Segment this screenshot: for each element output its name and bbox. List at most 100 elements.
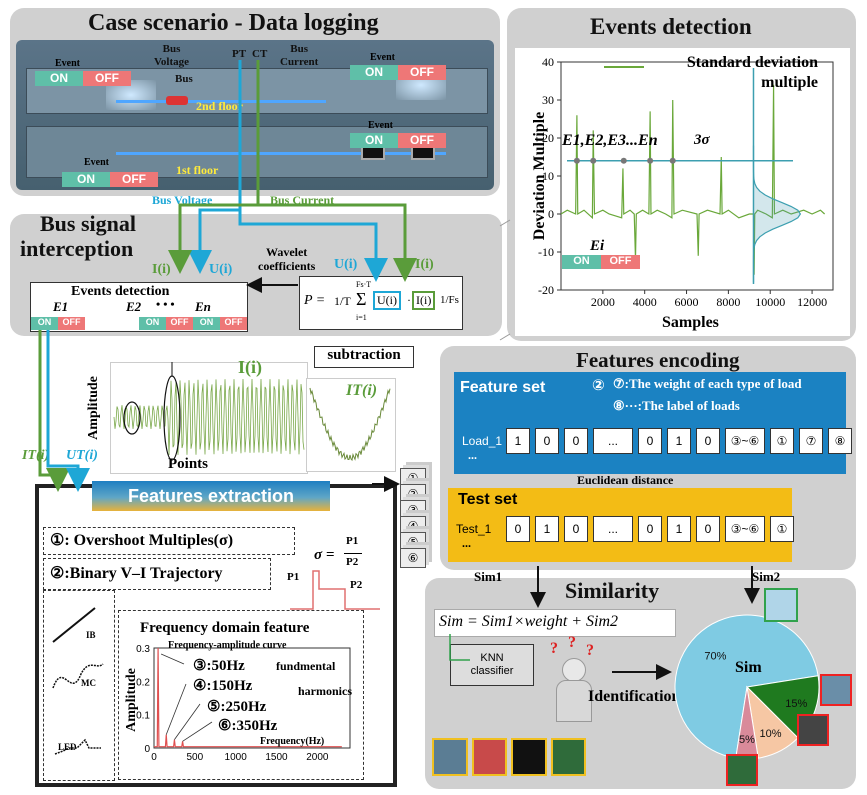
events-xlabel: Samples — [662, 314, 719, 331]
vi-trajectories — [52, 607, 104, 755]
events-annotation: E1,E2,E3...En — [562, 132, 658, 149]
freq-4: ④:150Hz — [193, 678, 253, 694]
encoding-cell: 0 — [638, 428, 662, 454]
bus-current-label: Bus Current — [280, 43, 319, 68]
freq-y-tick: 0.3 — [136, 644, 150, 655]
legend-line — [604, 66, 644, 68]
off-button: OFF — [110, 172, 158, 187]
freq-pointer — [165, 683, 187, 735]
i-label-right: I(i) — [415, 257, 434, 272]
reject-icon-2 — [797, 714, 829, 746]
case-scenario-title: Case scenario - Data logging — [88, 10, 379, 36]
encoding-cell: ⑦ — [799, 428, 823, 454]
extraction-title-bar: Features extraction — [92, 481, 330, 511]
waveform-points-label: Points — [168, 456, 209, 472]
encoding-cell: 1 — [506, 428, 530, 454]
x-tick-label: 2000 — [591, 295, 615, 309]
load-row-sub: ... — [468, 448, 477, 462]
event-marker — [620, 157, 627, 164]
ei-label: Ei — [590, 238, 605, 254]
y-tick-label: 10 — [542, 169, 554, 183]
blue-wire-floor1 — [116, 152, 446, 155]
encoding-cell: 0 — [696, 428, 720, 454]
bus-label: Bus — [175, 73, 193, 85]
sim-formula: Sim = Sim1×weight + Sim2 — [439, 613, 619, 630]
freq-6: ⑥:350Hz — [218, 718, 278, 734]
fan-thumbnail — [550, 738, 586, 776]
freq-pointer — [182, 721, 213, 742]
test-set-label: Test set — [458, 491, 518, 508]
ct-label: CT — [252, 48, 268, 60]
encoding-cell: ① — [770, 428, 794, 454]
feature-set-block — [454, 372, 846, 474]
sigma-annotation: 3σ — [694, 132, 710, 148]
red-fire-extinguisher — [166, 96, 188, 105]
sigma-p2: P2 — [346, 556, 359, 568]
load-thumbnails — [432, 738, 586, 776]
x-tick-label: 4000 — [633, 295, 657, 309]
overshoot-p1: P1 — [287, 571, 300, 583]
formula-i: I(i) — [412, 291, 436, 310]
sim1-label: Sim1 — [474, 569, 503, 584]
encoding-cell: ... — [593, 428, 633, 454]
formula-fs: 1/Fs — [440, 294, 459, 306]
waveform-chart — [113, 362, 305, 461]
vi-led: LED — [58, 742, 77, 752]
extraction-title: Features extraction — [127, 485, 295, 506]
interception-title-1: Bus signal — [40, 211, 136, 236]
hairdryer-thumbnail — [471, 738, 507, 776]
subtraction-plot — [306, 378, 396, 472]
distribution-curve — [752, 145, 802, 283]
u-label-right: U(i) — [334, 257, 358, 272]
freq-5: ⑤:250Hz — [207, 699, 267, 715]
floor1-label: 1st floor — [176, 163, 219, 177]
off-button: OFF — [58, 317, 85, 330]
event-marker — [669, 157, 676, 164]
waveform-i-label: I(i) — [238, 357, 262, 377]
y-tick-label: -10 — [538, 245, 554, 259]
sigma-eq: σ = — [314, 547, 335, 563]
subtraction-curve — [309, 387, 391, 462]
sigma-frac-line — [344, 553, 362, 554]
pie-label: 70% — [704, 650, 726, 662]
encoding-cell: 0 — [535, 428, 559, 454]
note-7: ⑦:The weight of each type of load — [613, 376, 802, 391]
pie-label: 10% — [760, 728, 782, 740]
thinking-person-icon: ? ? ? — [548, 634, 598, 722]
formula-dot: · — [407, 293, 411, 307]
lamp-result-icon — [764, 588, 798, 622]
overshoot-p2: P2 — [350, 579, 363, 591]
it-left-label: IT(i) — [22, 448, 50, 463]
events-ylabel: Deviation Multiple — [531, 111, 548, 241]
y-tick-label: 20 — [542, 131, 554, 145]
freq-x-tick: 500 — [186, 752, 203, 763]
freq-title: Frequency domain feature — [140, 620, 310, 636]
encoding-cell: ⑧ — [828, 428, 852, 454]
event-marker — [573, 157, 580, 164]
off-button: OFF — [83, 71, 131, 86]
vi-ib: IB — [86, 630, 96, 640]
freq-pointer — [174, 703, 201, 740]
formula-sum-bot: i=1 — [356, 313, 367, 322]
e2-label: E2 — [126, 299, 142, 314]
events-plot-area — [515, 48, 850, 336]
lamp-thumbnail — [432, 738, 468, 776]
event-label-1: Event — [55, 58, 80, 69]
encoding-cell: ③~⑥ — [725, 516, 765, 542]
event-switch-4: ON OFF — [62, 172, 158, 187]
encoding-cell: 0 — [564, 516, 588, 542]
freq-y-tick: 0.1 — [136, 711, 150, 722]
event-marker — [590, 157, 597, 164]
monitor-thumbnail — [511, 738, 547, 776]
pie-label: 5% — [739, 734, 755, 746]
freq-y-tick: 0.2 — [136, 677, 150, 688]
power-formula-box: P = 1/T Fs·T Σ i=1 U(i) · I(i) 1/Fs — [299, 276, 463, 330]
item2-label: ②:Binary V–I Trajectory — [50, 565, 223, 582]
reject-icon-3 — [726, 754, 758, 786]
on-button: ON — [35, 71, 83, 86]
encoding-cell: ③~⑥ — [725, 428, 765, 454]
event-switch-2: ON OFF — [350, 65, 446, 80]
encoding-title: Features encoding — [576, 348, 740, 372]
